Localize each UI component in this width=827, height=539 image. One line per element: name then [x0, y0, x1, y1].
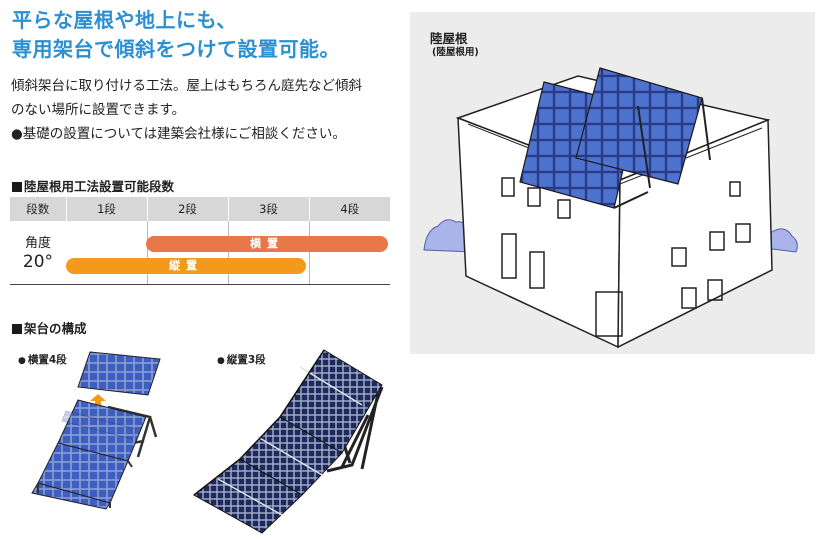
table-section-title: 陸屋根用工法設置可能段数: [12, 176, 174, 195]
flat-roof-subtitle: (陸屋根用): [432, 47, 479, 58]
table-header-row: 段数 1段 2段 3段 4段: [10, 197, 390, 221]
portrait-mount-label-text: 縦置3段: [226, 354, 266, 366]
table-cell: [147, 221, 229, 285]
intro-text: 傾斜架台に取り付ける工法。屋上はもちろん庭先など傾斜 のない場所に設置できます。…: [11, 74, 362, 146]
flat-roof-label: 陸屋根 (陸屋根用): [430, 32, 479, 60]
tilt-stages-table: 段数 1段 2段 3段 4段 角度 20°: [10, 197, 390, 285]
intro-line-2: のない場所に設置できます。: [11, 102, 186, 118]
mount-section-title-text: 架台の構成: [24, 321, 87, 336]
column-header-4: 4段: [309, 197, 390, 221]
mount-section-title: 架台の構成: [12, 318, 87, 337]
table-cell: [228, 221, 310, 285]
page-heading: 平らな屋根や地上にも、 専用架台で傾斜をつけて設置可能。: [12, 6, 340, 64]
portrait-mount-illustration: [193, 349, 384, 534]
square-bullet-icon: [12, 324, 22, 334]
angle-value: 20°: [22, 251, 54, 272]
column-header-stages: 段数: [10, 197, 67, 221]
table-section-title-text: 陸屋根用工法設置可能段数: [24, 179, 175, 194]
house-with-solar-panels-illustration: [423, 67, 798, 349]
bullet-dot-icon: ●: [217, 356, 225, 366]
portrait-range-bar: 縦置: [66, 258, 306, 274]
heading-line-1: 平らな屋根や地上にも、: [12, 8, 237, 32]
square-bullet-icon: [12, 182, 22, 192]
table-row: 角度 20°: [10, 221, 390, 285]
heading-line-2: 専用架台で傾斜をつけて設置可能。: [12, 37, 340, 61]
column-header-1: 1段: [66, 197, 148, 221]
column-header-3: 3段: [228, 197, 310, 221]
row-header-angle: 角度 20°: [10, 221, 66, 285]
bullet-dot-icon: ●: [18, 356, 26, 366]
flat-roof-title: 陸屋根: [430, 31, 468, 46]
landscape-mount-illustration: [31, 351, 161, 510]
landscape-mount-label: ●横置4段: [18, 352, 67, 367]
landscape-range-bar: 横置: [146, 236, 388, 252]
intro-note: ●基礎の設置については建築会社様にご相談ください。: [11, 126, 346, 142]
table-cell: [309, 221, 390, 285]
angle-label: 角度: [24, 235, 51, 251]
table-cell: [66, 221, 148, 285]
portrait-mount-label: ●縦置3段: [217, 352, 266, 367]
landscape-mount-label-text: 横置4段: [27, 354, 67, 366]
column-header-2: 2段: [147, 197, 229, 221]
intro-line-1: 傾斜架台に取り付ける工法。屋上はもちろん庭先など傾斜: [11, 78, 362, 94]
